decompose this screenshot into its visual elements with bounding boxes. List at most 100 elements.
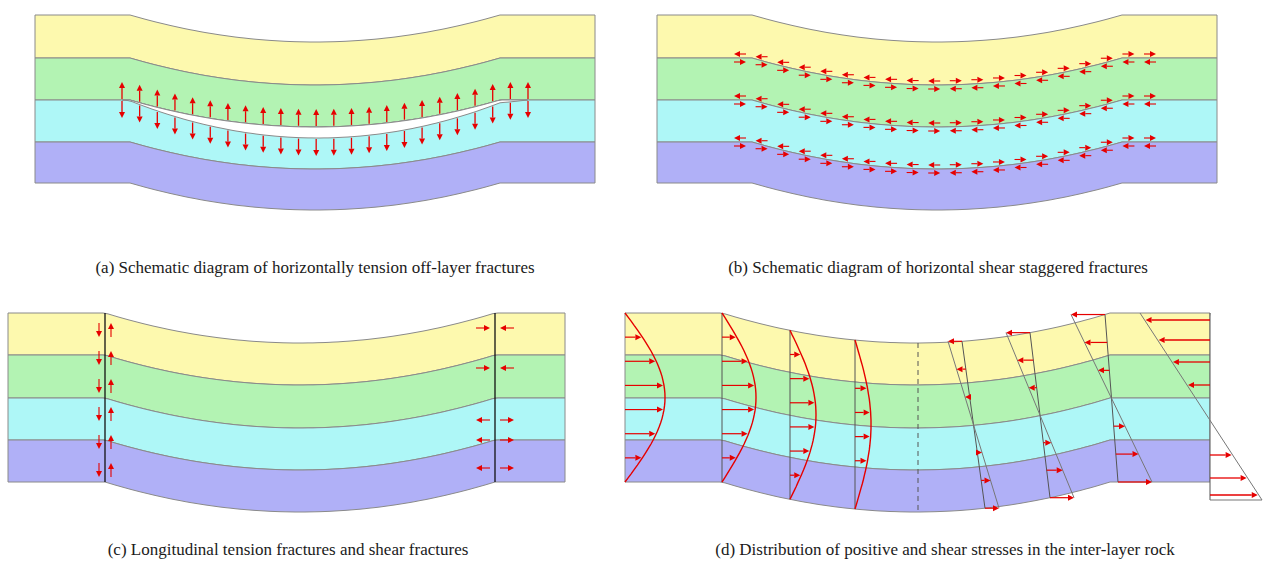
stress-arrow <box>863 74 875 80</box>
stress-arrow <box>1036 111 1048 117</box>
stress-arrow <box>119 101 125 118</box>
stress-arrow <box>1144 51 1156 57</box>
stress-arrow <box>401 103 407 120</box>
stress-arrow <box>1036 77 1048 83</box>
stress-arrow <box>885 76 897 82</box>
stress-arrow <box>1006 330 1030 336</box>
stress-arrow <box>190 97 196 114</box>
stress-arrow <box>790 400 814 406</box>
stress-arrow <box>490 84 496 101</box>
section-line <box>722 313 723 482</box>
stress-arrow <box>1058 149 1070 155</box>
stress-arrow <box>500 365 514 371</box>
stress-arrow <box>313 139 319 156</box>
stress-distribution-line <box>1210 500 1262 501</box>
stress-arrow <box>1144 135 1156 141</box>
stress-arrow <box>348 138 354 155</box>
stress-arrow <box>96 351 102 365</box>
stress-arrow <box>1101 147 1113 153</box>
stress-arrow <box>820 110 832 116</box>
stress-arrow <box>472 113 478 130</box>
neutral-section <box>918 343 919 512</box>
stress-arrow <box>1210 452 1232 458</box>
stress-arrow <box>863 116 875 122</box>
stress-arrow <box>790 448 809 454</box>
stress-arrow <box>625 358 655 364</box>
stress-arrow <box>1159 337 1210 343</box>
stress-arrow <box>1047 467 1063 473</box>
separation-gap <box>122 100 528 138</box>
stress-arrow <box>260 107 266 124</box>
stress-arrow <box>756 146 768 152</box>
stress-arrow <box>1122 59 1134 65</box>
shear-stress-curve <box>625 313 665 482</box>
stress-arrow <box>981 477 990 483</box>
stress-arrow <box>820 68 832 74</box>
stress-arrow <box>756 104 768 110</box>
stress-arrow <box>734 93 746 99</box>
stress-distribution-line <box>948 341 999 508</box>
panel-caption: (a) Schematic diagram of horizontally te… <box>95 258 534 278</box>
section-line <box>855 340 856 509</box>
stress-arrow <box>790 472 800 478</box>
stress-arrow <box>1118 479 1152 485</box>
stress-arrow <box>108 435 114 449</box>
stress-arrow <box>863 82 875 88</box>
stress-arrow <box>734 135 746 141</box>
stress-arrow <box>885 84 897 90</box>
stress-arrow <box>950 120 962 126</box>
stress-arrow <box>108 351 114 365</box>
stress-arrow <box>1210 492 1258 498</box>
fracture-line <box>104 313 105 482</box>
stress-arrow <box>993 159 1005 165</box>
stress-arrow <box>507 103 513 120</box>
stress-arrow <box>950 162 962 168</box>
stress-arrow <box>1079 103 1091 109</box>
stress-arrow <box>950 128 962 134</box>
stress-arrow <box>907 162 919 168</box>
rock-layer <box>8 440 565 512</box>
stress-arrow <box>419 100 425 117</box>
stress-arrow <box>971 161 983 167</box>
stress-arrow <box>172 94 178 111</box>
stress-arrow <box>384 105 390 122</box>
stress-arrow <box>756 138 768 144</box>
rock-layer <box>625 440 1210 512</box>
stress-arrow <box>722 455 736 461</box>
stress-arrow <box>500 417 514 423</box>
stress-arrow <box>950 170 962 176</box>
stress-distribution-line <box>1006 333 1074 498</box>
stress-arrow <box>1144 101 1156 107</box>
stress-arrow <box>625 407 663 413</box>
stress-arrow <box>993 117 1005 123</box>
stress-arrow <box>1015 122 1027 128</box>
stress-arrow <box>625 334 641 340</box>
shear-stress-curve <box>790 330 816 499</box>
stress-arrow <box>965 394 971 400</box>
stress-arrow <box>863 124 875 130</box>
stress-arrow <box>777 151 789 157</box>
stress-arrow <box>722 358 748 364</box>
stress-arrow <box>928 128 940 134</box>
stress-arrow <box>1101 63 1113 69</box>
rock-layer <box>35 142 595 210</box>
stress-arrow <box>348 108 354 125</box>
stress-arrow <box>734 59 746 65</box>
stress-arrow <box>1058 115 1070 121</box>
stress-arrow <box>108 463 114 477</box>
stress-arrow <box>472 89 478 106</box>
stress-arrow <box>108 323 114 337</box>
stress-arrow <box>863 158 875 164</box>
stress-arrow <box>1144 143 1156 149</box>
stress-arrow <box>331 109 337 126</box>
stress-arrow <box>96 379 102 393</box>
stress-arrow <box>1036 119 1048 125</box>
stress-arrow <box>1079 69 1091 75</box>
stress-arrow <box>366 136 372 153</box>
stress-distribution-line <box>1140 313 1262 500</box>
stress-arrow <box>525 101 531 118</box>
stress-arrow <box>928 170 940 176</box>
stress-arrow <box>490 107 496 124</box>
stress-triangle <box>1210 313 1262 500</box>
stress-arrow <box>1098 367 1109 373</box>
